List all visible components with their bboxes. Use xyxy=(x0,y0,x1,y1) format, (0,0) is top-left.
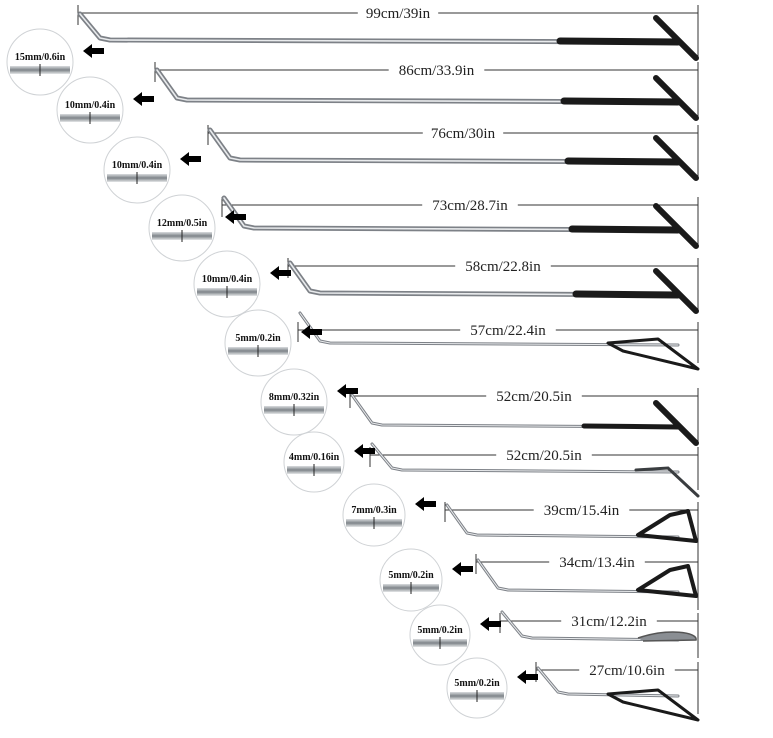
arrow-left-icon xyxy=(415,497,436,511)
arrow-left-icon xyxy=(180,152,201,166)
rod-length-label: 52cm/20.5in xyxy=(496,389,572,405)
diameter-callout xyxy=(6,28,74,96)
arrow-left-icon xyxy=(517,670,538,684)
rubber-grip xyxy=(556,37,682,46)
rod-row: 76cm/30in 10mm/0.4in xyxy=(103,125,699,204)
rod-diameter-label: 10mm/0.4in xyxy=(112,160,163,171)
flat-handle xyxy=(634,466,700,498)
tee-handle xyxy=(653,400,699,446)
arrow-left-icon xyxy=(480,617,501,631)
rod-shaft-highlight xyxy=(79,13,679,43)
rod-length-label: 73cm/28.7in xyxy=(432,198,508,214)
tee-handle xyxy=(653,15,699,61)
rod-diameter-label: 5mm/0.2in xyxy=(417,625,463,636)
rod-length-label: 99cm/39in xyxy=(366,6,431,22)
rubber-grip xyxy=(581,423,681,430)
diameter-callout xyxy=(342,483,406,547)
diameter-callout xyxy=(260,368,328,436)
rod-length-label: 86cm/33.9in xyxy=(399,63,475,79)
loop-handle xyxy=(606,337,700,371)
rod-diameter-label: 8mm/0.32in xyxy=(269,392,320,403)
diameter-callout xyxy=(224,309,292,377)
rod-shaft-highlight xyxy=(477,559,679,593)
arrow-left-icon xyxy=(301,325,322,339)
rubber-grip xyxy=(572,290,682,299)
arrow-left-icon xyxy=(452,562,473,576)
tee-handle xyxy=(653,135,699,181)
rod-diameter-label: 12mm/0.5in xyxy=(157,218,208,229)
rod-row: 34cm/13.4in 5mm/0.2in xyxy=(379,548,699,612)
rod-length-label: 39cm/15.4in xyxy=(544,503,620,519)
rod-diameter-label: 5mm/0.2in xyxy=(388,570,434,581)
rod-shaft-highlight xyxy=(446,504,679,538)
rod-diameter-label: 7mm/0.3in xyxy=(351,505,397,516)
rod-row: 86cm/33.9in 10mm/0.4in xyxy=(56,62,699,144)
rod-diameter-label: 5mm/0.2in xyxy=(454,678,500,689)
rod-diameter-label: 5mm/0.2in xyxy=(235,333,281,344)
rubber-grip xyxy=(560,97,682,106)
rod-diameter-label: 4mm/0.16in xyxy=(289,452,340,463)
tee-handle xyxy=(653,203,699,249)
rod-row: 58cm/22.8in 10mm/0.4in xyxy=(193,250,699,318)
rod-shaft-highlight xyxy=(156,69,679,103)
tee-handle xyxy=(653,75,699,121)
diameter-callout xyxy=(446,657,508,719)
rod-row: 52cm/20.5in 8mm/0.32in xyxy=(260,368,699,446)
rod-length-label: 57cm/22.4in xyxy=(470,323,546,339)
rod-shaft-highlight xyxy=(351,394,679,428)
rod-length-label: 76cm/30in xyxy=(431,126,496,142)
arrow-left-icon xyxy=(133,92,154,106)
rod-length-label: 34cm/13.4in xyxy=(559,555,635,571)
rod-shaft-highlight xyxy=(537,667,679,697)
rubber-grip xyxy=(568,225,682,234)
rod-length-label: 31cm/12.2in xyxy=(571,614,647,630)
arrow-left-icon xyxy=(270,266,291,280)
rod-shaft-highlight xyxy=(289,262,679,296)
rod-row: 73cm/28.7in 12mm/0.5in xyxy=(148,194,699,262)
rod-diameter-label: 10mm/0.4in xyxy=(65,100,116,111)
diameter-callout xyxy=(379,548,443,612)
diameter-callout xyxy=(283,431,345,493)
rod-row: 39cm/15.4in 7mm/0.3in xyxy=(342,483,699,555)
triangle-handle xyxy=(636,564,698,598)
triangle-handle xyxy=(636,509,698,543)
diameter-callout xyxy=(148,194,216,262)
rod-length-label: 27cm/10.6in xyxy=(589,663,665,679)
rod-row: 99cm/39in 15mm/0.6in xyxy=(6,5,699,96)
rod-shaft-highlight xyxy=(501,611,679,641)
rubber-grip xyxy=(564,157,682,166)
rod-diameter-label: 10mm/0.4in xyxy=(202,274,253,285)
rod-shaft-highlight xyxy=(371,443,679,473)
arrow-left-icon xyxy=(83,44,104,58)
rod-length-label: 52cm/20.5in xyxy=(506,448,582,464)
tee-handle xyxy=(653,268,699,314)
rod-shaft-highlight xyxy=(209,129,679,163)
arrow-left-icon xyxy=(225,210,246,224)
diameter-callout xyxy=(409,604,471,666)
whale-tail-handle xyxy=(637,631,697,642)
diameter-callout xyxy=(103,136,171,204)
diameter-callout xyxy=(193,250,261,318)
rod-row: 27cm/10.6in 5mm/0.2in xyxy=(446,657,700,722)
rod-row: 52cm/20.5in 4mm/0.16in xyxy=(283,431,700,498)
rod-row: 57cm/22.4in 5mm/0.2in xyxy=(224,309,700,377)
rod-length-label: 58cm/22.8in xyxy=(465,259,541,275)
rod-row: 31cm/12.2in 5mm/0.2in xyxy=(409,604,699,666)
diameter-callout xyxy=(56,76,124,144)
rod-diameter-label: 15mm/0.6in xyxy=(15,52,66,63)
arrow-left-icon xyxy=(354,444,375,458)
arrow-left-icon xyxy=(337,384,358,398)
loop-handle xyxy=(606,688,700,722)
